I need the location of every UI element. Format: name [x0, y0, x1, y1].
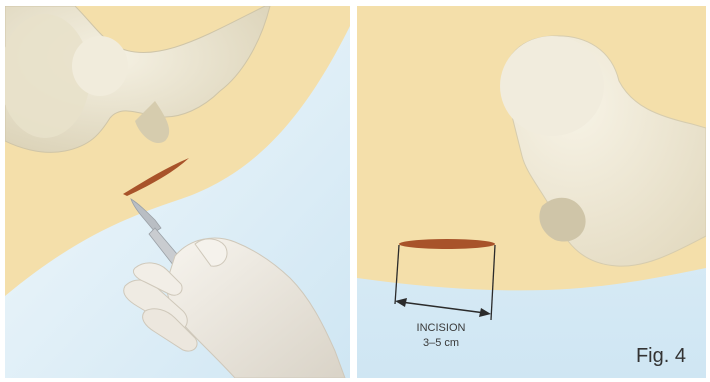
right-panel: INCISION 3–5 cm: [357, 6, 706, 378]
right-illustration: INCISION 3–5 cm: [357, 6, 706, 378]
figure-label: Fig. 4: [636, 345, 686, 368]
incision-size: 3–5 cm: [423, 337, 459, 349]
left-panel: [5, 6, 350, 378]
left-illustration: [5, 6, 350, 378]
incision-mark-icon: [399, 239, 495, 249]
incision-label: INCISION: [417, 322, 466, 334]
